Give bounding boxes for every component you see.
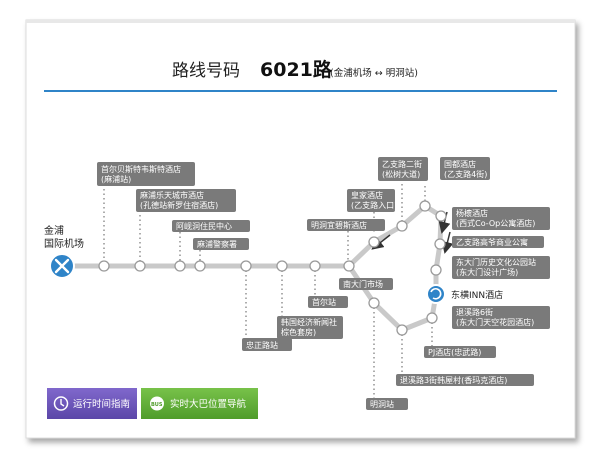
- stop-marker[interactable]: [174, 260, 186, 272]
- page-title: 路线号码 6021路 (金浦机场 ↔ 明洞站): [172, 58, 418, 81]
- title-prefix: 路线号码: [172, 61, 240, 81]
- stop-marker[interactable]: [309, 260, 321, 272]
- stop-label-pj-hotel: PJ酒店(忠武路): [428, 347, 481, 357]
- clock-icon: [53, 396, 69, 411]
- stop-marker[interactable]: [276, 260, 288, 272]
- stop-marker[interactable]: [419, 200, 431, 212]
- stop-label-namdaemun: 南大门市场: [343, 279, 383, 289]
- stop-label-ibis-myeongdong: 明洞宜碧斯酒店: [311, 220, 367, 230]
- realtime-bus-button[interactable]: BUS 实时大巴位置导航: [141, 388, 258, 419]
- stop-marker[interactable]: [240, 260, 252, 272]
- stop-label-coop-hotel: 杨櫰酒店: [456, 208, 488, 218]
- stop-label-box[interactable]: [452, 207, 550, 230]
- route-span: (金浦机场 ↔ 明洞站): [330, 67, 418, 79]
- stop-label-toegye-6ga-sub: (东大门天空花园酒店): [456, 317, 534, 327]
- stop-label-box[interactable]: [424, 346, 496, 358]
- stop-label-box[interactable]: [277, 316, 343, 339]
- stop-marker[interactable]: [368, 297, 380, 309]
- stop-label-box[interactable]: [452, 236, 544, 248]
- stop-label-box[interactable]: [366, 398, 408, 410]
- timetable-button[interactable]: 运行时间指南: [47, 388, 137, 419]
- stop-label-box[interactable]: [97, 162, 195, 186]
- stop-label-coop-hotel-sub: (西式Co-Op公寓酒店): [456, 218, 535, 228]
- stop-label-euljiro-2ga-sub: (松树大道): [382, 169, 420, 179]
- stop-label-chungjeongno: 忠正路站: [246, 340, 278, 350]
- stop-label-best-western: 首尔贝斯特韦斯特酒店: [101, 164, 181, 174]
- stop-label-box[interactable]: [378, 157, 428, 181]
- stop-label-hanok-village: 退溪路3街韩屋村(香玛克酒店): [400, 375, 507, 385]
- stop-label-ddp-station-sub: (东大门设计广场): [456, 267, 518, 277]
- stop-marker[interactable]: [426, 312, 438, 324]
- stop-marker[interactable]: [134, 260, 146, 272]
- stop-marker[interactable]: [434, 238, 446, 250]
- stop-label-box[interactable]: [347, 189, 395, 212]
- stop-marker[interactable]: [343, 260, 355, 272]
- stop-label-box[interactable]: [172, 220, 250, 232]
- airplane-icon: [54, 258, 70, 274]
- stop-marker[interactable]: [430, 264, 442, 276]
- route-number: 6021路: [260, 58, 333, 81]
- stop-marker[interactable]: [368, 236, 380, 248]
- stop-label-box[interactable]: [136, 189, 236, 212]
- stop-label-box[interactable]: [452, 306, 550, 329]
- stop-label-ddp-station: 东大门历史文化公园站: [456, 257, 536, 267]
- stop-label-korea-economic-sub: 棕色套房): [281, 327, 316, 337]
- refresh-icon: [430, 288, 442, 300]
- stop-marker[interactable]: [98, 260, 110, 272]
- stop-label-box[interactable]: [308, 296, 348, 308]
- stop-label-ahyeon: 阿岘洞住民中心: [176, 221, 232, 231]
- stop-label-box[interactable]: [242, 338, 292, 351]
- stop-marker[interactable]: [435, 210, 447, 222]
- stop-label-box[interactable]: [307, 219, 385, 231]
- turnaround-stop[interactable]: 东横INN酒店: [426, 284, 503, 304]
- stop-marker[interactable]: [396, 324, 408, 336]
- stop-label-best-western-sub: (麻浦站): [101, 174, 131, 184]
- realtime-bus-button-label: 实时大巴位置导航: [170, 398, 247, 410]
- stop-label-box[interactable]: [440, 157, 490, 180]
- stop-label-korea-economic: 韩国经济新闻社: [281, 317, 337, 327]
- stop-label-box[interactable]: [193, 238, 249, 250]
- bus-icon: BUS: [150, 396, 164, 411]
- direction-arrow: [441, 231, 454, 254]
- stop-label-lotte-city-sub: (孔德站新罗住宿酒店): [140, 200, 218, 210]
- stop-label-mapo-police: 麻浦警察署: [197, 239, 237, 249]
- airport-stop[interactable]: 金浦 国际机场: [44, 224, 84, 279]
- stop-label-seoul-station: 首尔站: [312, 297, 336, 307]
- stop-label-toegye-6ga: 退溪路6街: [456, 307, 493, 317]
- bus-icon-text: BUS: [151, 402, 163, 408]
- stop-label-dongheng-inn: 东横INN酒店: [451, 289, 503, 301]
- stop-label-box[interactable]: [339, 278, 393, 290]
- stop-marker[interactable]: [396, 220, 408, 232]
- stop-label-box[interactable]: [452, 256, 550, 279]
- stop-label-royal-hotel: 皇家酒店: [351, 190, 383, 200]
- stop-marker[interactable]: [194, 260, 206, 272]
- airport-name-line1: 金浦: [44, 224, 64, 237]
- card-top-edge: [26, 20, 575, 23]
- stop-label-gukdo-hotel: 国都酒店: [444, 159, 476, 169]
- stop-label-box[interactable]: [396, 374, 534, 386]
- timetable-button-label: 运行时间指南: [73, 398, 130, 410]
- stop-label-gukdo-hotel-sub: (乙支路4街): [444, 169, 487, 179]
- airport-name-line2: 国际机场: [44, 237, 84, 250]
- stop-label-euljiro-commercial: 乙支路高爷商业公寓: [456, 237, 528, 247]
- stop-label-euljiro-2ga: 乙支路二街: [382, 159, 422, 169]
- stop-label-lotte-city: 麻浦乐天城市酒店: [140, 190, 204, 200]
- stop-label-royal-hotel-sub: (乙支路入口): [351, 200, 397, 210]
- stop-label-myeongdong-station: 明洞站: [370, 399, 394, 409]
- stop-markers: [98, 200, 447, 336]
